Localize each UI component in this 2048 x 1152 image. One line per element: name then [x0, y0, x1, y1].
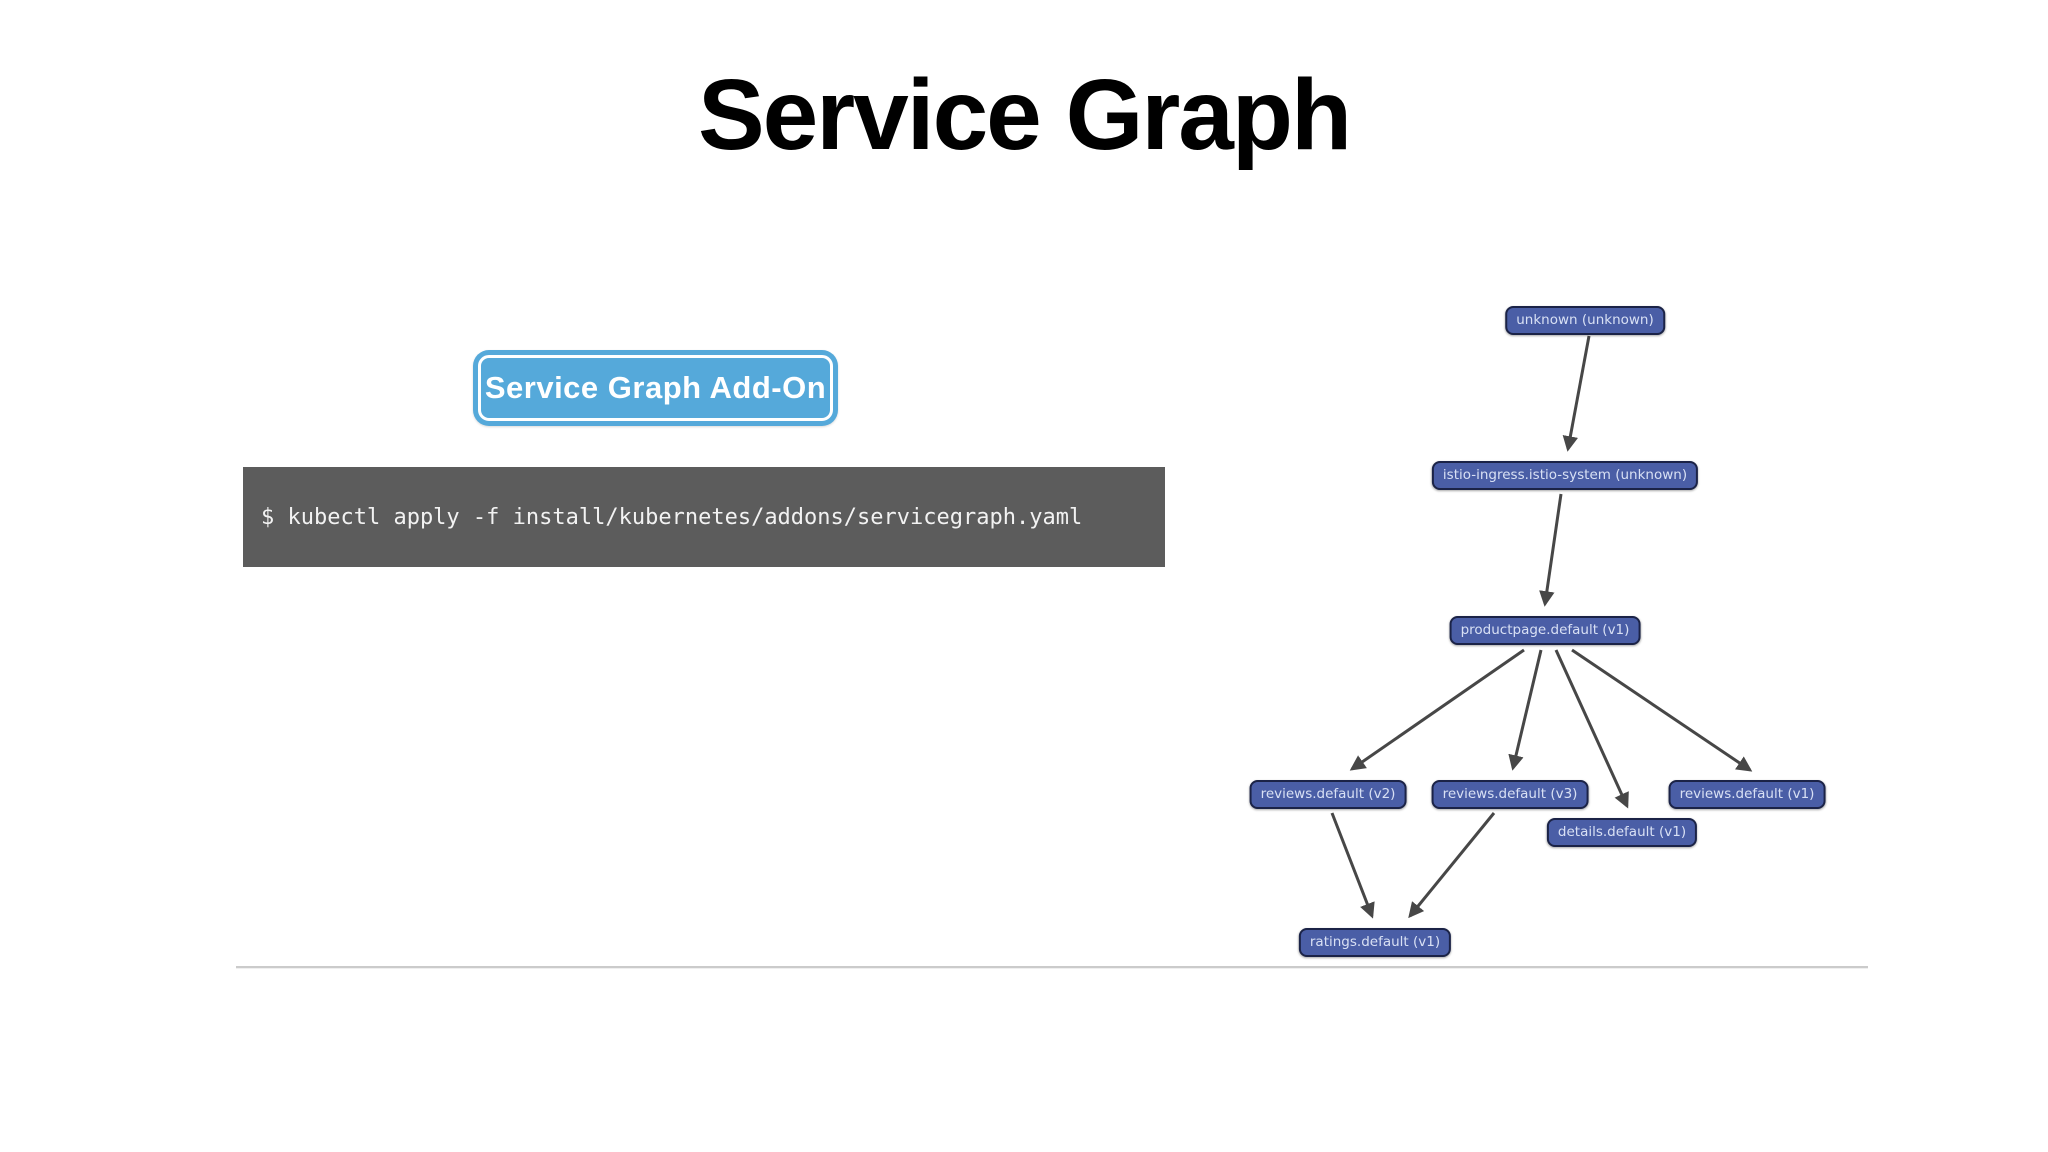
edge-unknown-to-istio-ingress: [1562, 335, 1591, 452]
edge-istio-ingress-to-productpage: [1539, 493, 1563, 607]
service-graph-addon-label: Service Graph Add-On: [484, 370, 827, 405]
graph-node-istio-ingress: istio-ingress.istio-system (unknown): [1431, 461, 1699, 490]
graph-node-productpage: productpage.default (v1): [1449, 616, 1641, 645]
kubectl-command-block: $ kubectl apply -f install/kubernetes/ad…: [243, 467, 1165, 567]
edge-reviews-v3-to-ratings-v1: [1408, 812, 1496, 919]
edge-productpage-to-reviews-v2: [1349, 648, 1525, 771]
service-graph-addon-badge: Service Graph Add-On: [473, 350, 838, 426]
slide-title: Service Graph: [697, 59, 1352, 171]
edge-productpage-to-reviews-v3: [1508, 649, 1543, 771]
edge-reviews-v2-to-ratings-v1: [1330, 812, 1375, 919]
graph-node-reviews-v2: reviews.default (v2): [1249, 780, 1407, 809]
footer-divider: [236, 966, 1868, 969]
graph-node-unknown: unknown (unknown): [1505, 306, 1665, 335]
graph-node-reviews-v3: reviews.default (v3): [1431, 780, 1589, 809]
graph-node-details-v1: details.default (v1): [1546, 818, 1698, 847]
graph-node-ratings-v1: ratings.default (v1): [1298, 928, 1452, 957]
kubectl-command-text: $ kubectl apply -f install/kubernetes/ad…: [261, 504, 1083, 530]
graph-node-reviews-v1: reviews.default (v1): [1668, 780, 1826, 809]
edge-productpage-to-reviews-v1: [1571, 648, 1753, 772]
